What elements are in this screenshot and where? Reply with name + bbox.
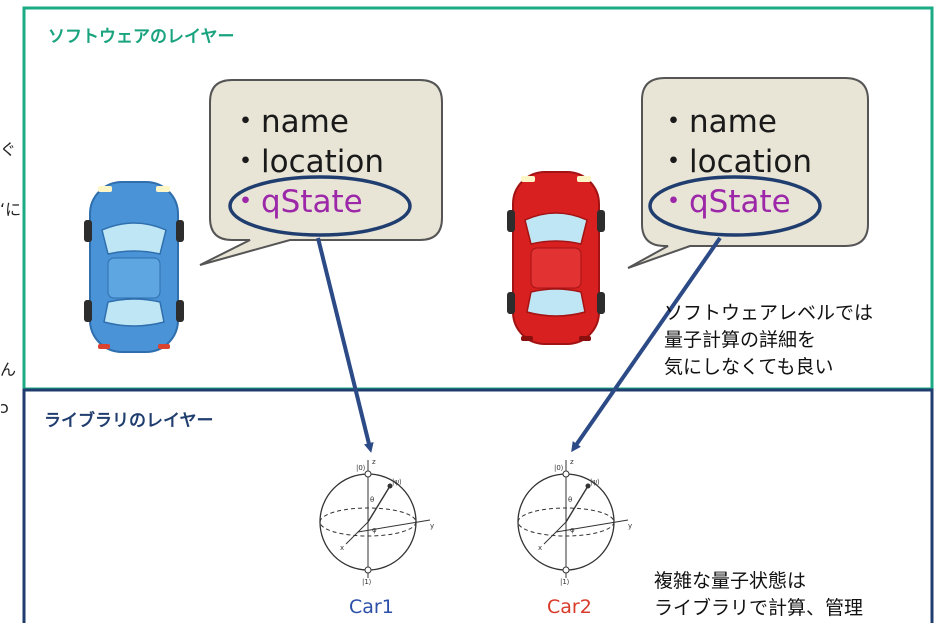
x-axis-label: x xyxy=(538,544,542,552)
phi-label: φ xyxy=(570,526,575,534)
x-axis-label: x xyxy=(340,544,344,552)
bloch-sphere-car1: |0⟩ |1⟩ |ψ⟩ θ φ z x y xyxy=(319,458,434,586)
bubble-right-location: ・location xyxy=(658,144,813,180)
library-level-note: 複雑な量子状態は ライブラリで計算、管理 xyxy=(654,568,863,622)
qstate-highlight-ellipse-left xyxy=(228,175,412,237)
software-note-line-2: 量子計算の詳細を xyxy=(664,329,817,351)
library-layer-frame xyxy=(22,388,934,623)
library-note-line-2: ライブラリで計算、管理 xyxy=(654,597,864,619)
blue-car-icon xyxy=(84,181,184,353)
ket1-label: |1⟩ xyxy=(560,578,570,586)
cropped-edge-char-2: ʻに xyxy=(0,200,22,219)
bubble-right-text: ・name ・location ・qState xyxy=(658,102,812,222)
cropped-edge-char-4: ɔ xyxy=(0,398,9,417)
psi-label: |ψ⟩ xyxy=(392,478,402,486)
bubble-right-name: ・name xyxy=(658,104,777,140)
phi-label: φ xyxy=(372,526,377,534)
ket0-label: |0⟩ xyxy=(356,464,366,472)
bubble-left-qstate: ・qState xyxy=(230,184,363,220)
library-layer-title: ライブラリのレイヤー xyxy=(44,411,214,431)
bubble-right-qstate: ・qState xyxy=(658,184,791,220)
y-axis-label: y xyxy=(628,522,632,530)
ket1-label: |1⟩ xyxy=(362,578,372,586)
red-car-icon xyxy=(507,171,605,345)
speech-bubble-left xyxy=(199,79,443,266)
qstate-highlight-ellipse-right xyxy=(648,175,822,237)
car2-label: Car2 xyxy=(547,596,592,618)
ket0-label: |0⟩ xyxy=(554,464,564,472)
arrow-to-car1-sphere xyxy=(316,237,374,453)
cropped-edge-char-3: ん xyxy=(0,360,17,379)
y-axis-label: y xyxy=(430,522,434,530)
bubble-left-location: ・location xyxy=(230,144,385,180)
cropped-edge-char-1: ぐ xyxy=(0,140,17,159)
software-level-note: ソフトウェアレベルでは 量子計算の詳細を 気にしなくても良い xyxy=(664,300,873,381)
bubble-left-text: ・name ・location ・qState xyxy=(230,102,384,222)
z-axis-label: z xyxy=(372,458,376,466)
software-note-line-1: ソフトウェアレベルでは xyxy=(664,302,874,324)
library-note-line-1: 複雑な量子状態は xyxy=(654,570,807,592)
bloch-sphere-car2: |0⟩ |1⟩ |ψ⟩ θ φ z x y xyxy=(517,458,632,586)
software-note-line-3: 気にしなくても良い xyxy=(664,356,834,378)
theta-label: θ xyxy=(370,496,374,504)
z-axis-label: z xyxy=(570,458,574,466)
software-layer-title: ソフトウェアのレイヤー xyxy=(48,27,235,47)
car1-label: Car1 xyxy=(349,596,394,618)
bubble-left-name: ・name xyxy=(230,104,349,140)
arrow-to-car2-sphere xyxy=(571,236,722,453)
psi-label: |ψ⟩ xyxy=(590,478,600,486)
theta-label: θ xyxy=(568,496,572,504)
